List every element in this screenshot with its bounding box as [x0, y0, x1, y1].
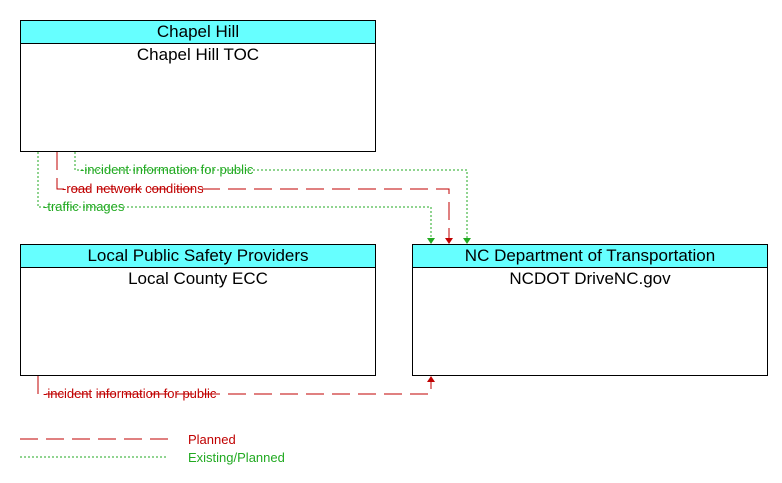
node-group-label: Local Public Safety Providers: [21, 245, 375, 268]
flow-road-network-conditions[interactable]: -road network conditions: [56, 152, 453, 244]
node-name-label: Local County ECC: [128, 269, 268, 288]
flow-label-incident-info: -incident information for public: [80, 162, 254, 177]
flow-label-traffic-images: -traffic images: [43, 199, 125, 214]
node-name-label: NCDOT DriveNC.gov: [509, 269, 671, 288]
flow-incident-info-chapel-hill[interactable]: -incident information for public: [74, 152, 471, 244]
node-name-label: Chapel Hill TOC: [136, 45, 260, 64]
flow-traffic-images[interactable]: -traffic images: [37, 152, 435, 244]
legend: Planned Existing/Planned: [20, 432, 285, 465]
node-local-county-ecc[interactable]: Local Public Safety Providers Local Coun…: [20, 244, 376, 376]
node-group-label: NC Department of Transportation: [413, 245, 767, 268]
node-chapel-hill-toc[interactable]: Chapel Hill Chapel Hill TOC: [20, 20, 376, 152]
flow-label-incident-info-ecc: -incident information for public: [43, 386, 217, 401]
legend-planned-label: Planned: [188, 432, 236, 447]
node-group-label: Chapel Hill: [21, 21, 375, 44]
flow-incident-info-ecc[interactable]: -incident information for public: [37, 376, 435, 401]
flow-label-road-network: -road network conditions: [62, 181, 204, 196]
legend-existing-label: Existing/Planned: [188, 450, 285, 465]
node-ncdot-drivenc[interactable]: NC Department of Transportation NCDOT Dr…: [412, 244, 768, 376]
